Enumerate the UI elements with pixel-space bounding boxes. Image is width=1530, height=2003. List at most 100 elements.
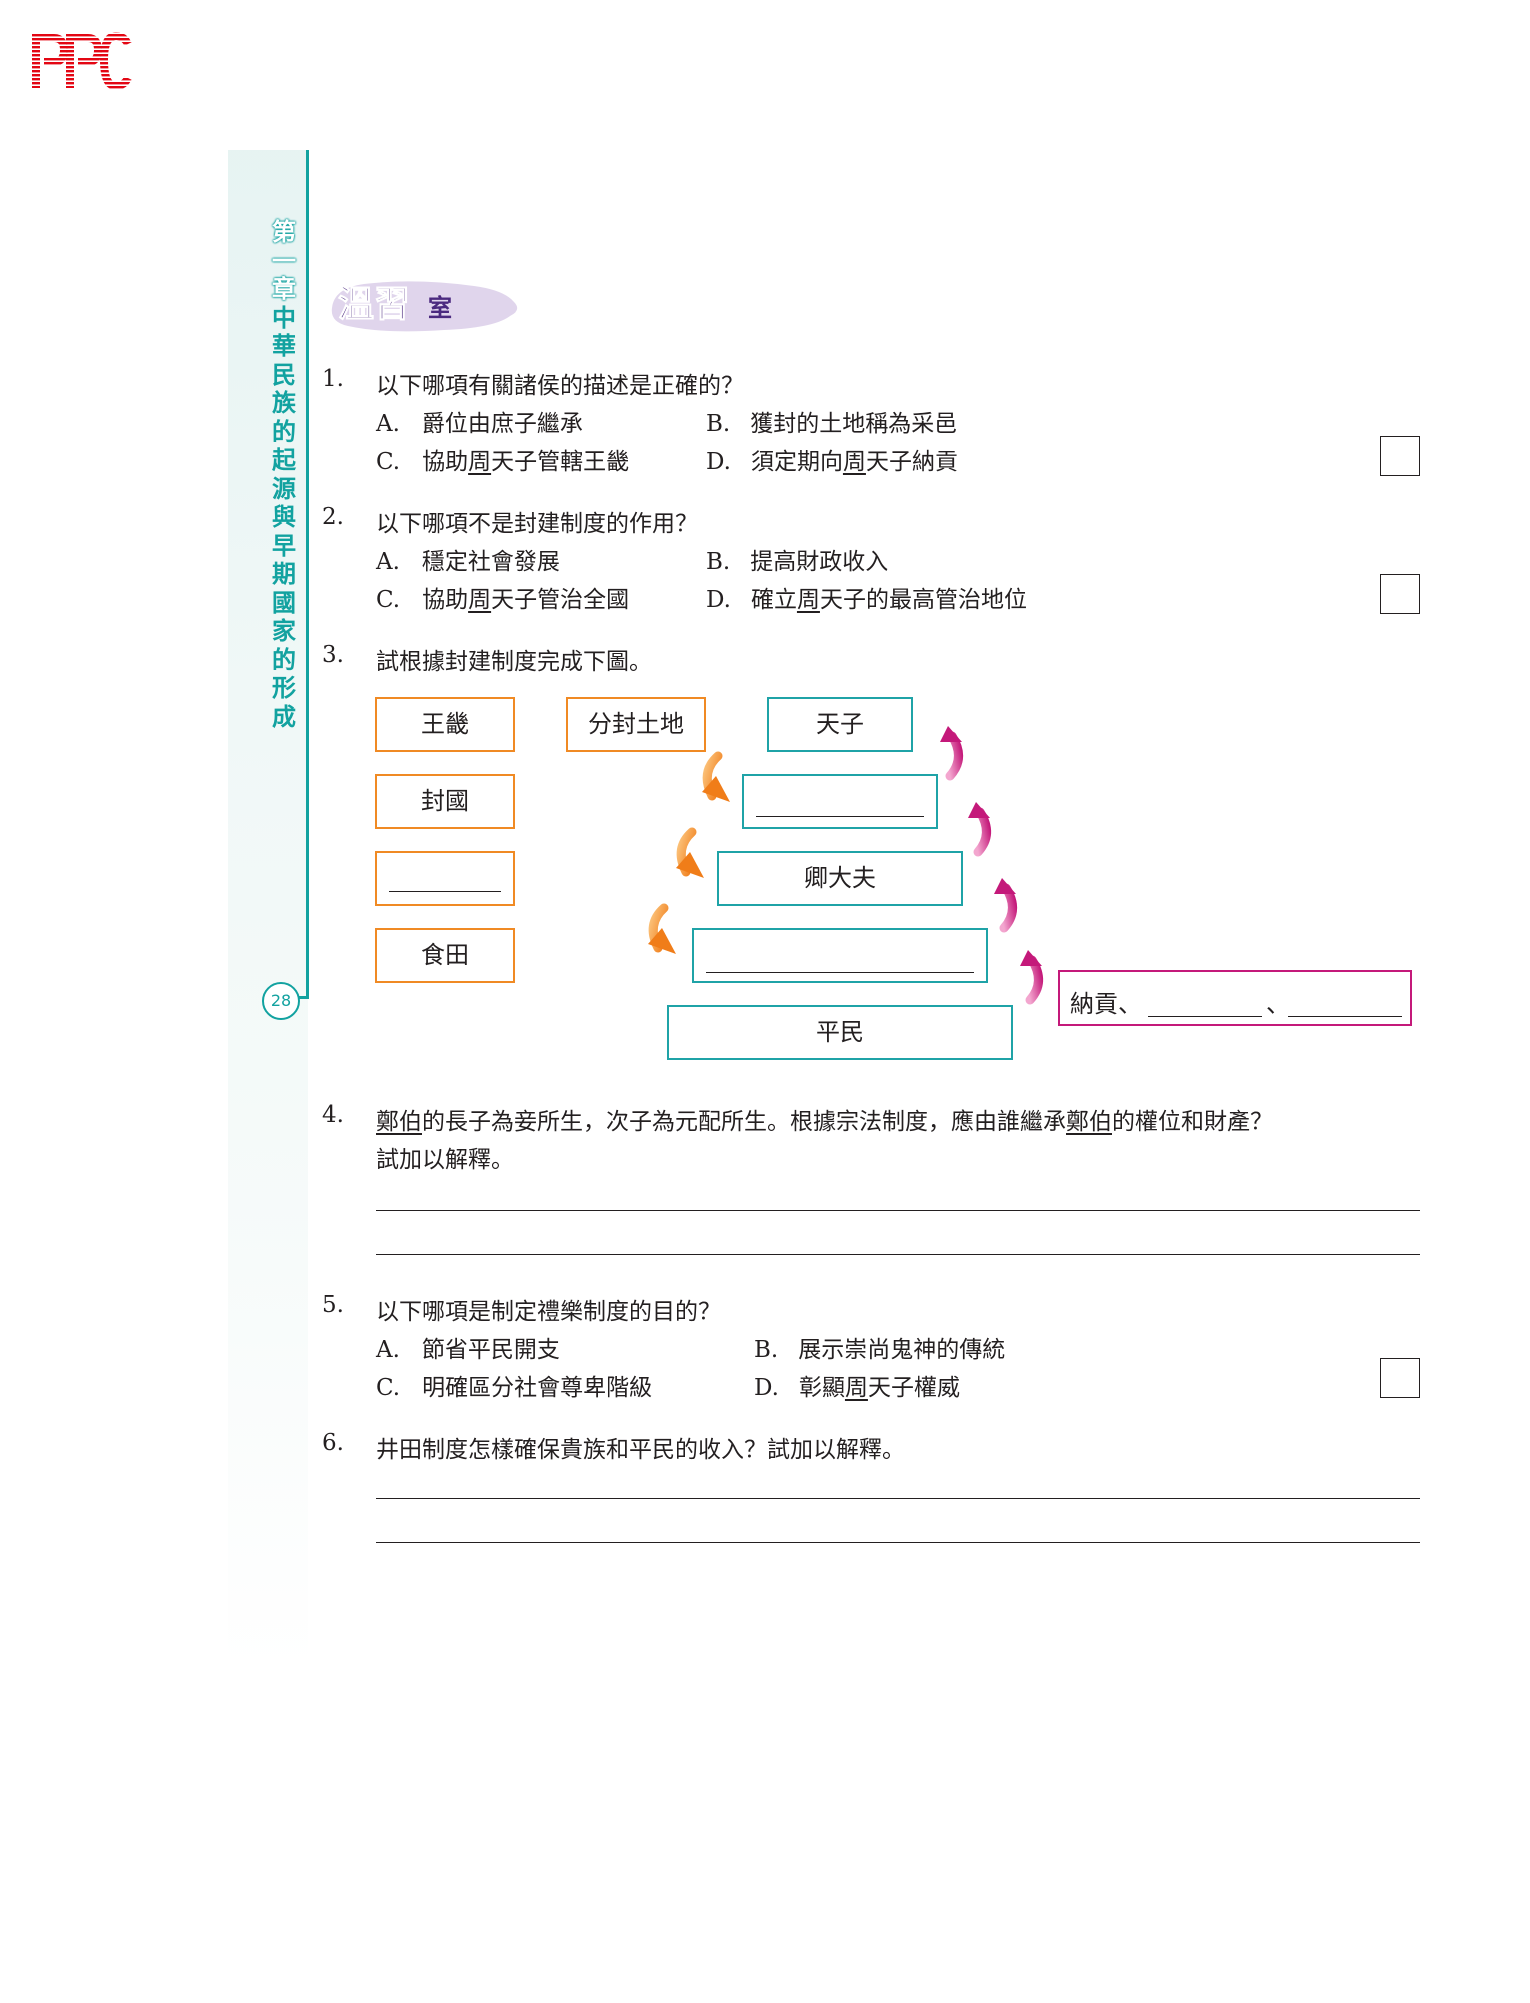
tribute-separator: 、 <box>1266 990 1290 1018</box>
land-box-blank[interactable] <box>375 851 515 906</box>
q5-number: 5. <box>322 1292 344 1318</box>
proper-noun: 周 <box>468 449 492 475</box>
proper-noun: 周 <box>842 449 866 475</box>
option-text: 提高財政收入 <box>750 549 889 575</box>
up-arrow-icon <box>1020 950 1043 1005</box>
option-text: 節省平民開支 <box>421 1337 560 1363</box>
q2-option-b[interactable]: B.提高財政收入 <box>706 542 888 576</box>
option-text: 天子的最高管治地位 <box>819 587 1027 613</box>
down-arrow-icon <box>648 903 676 954</box>
land-box-fief: 封國 <box>375 774 515 829</box>
q1-option-c[interactable]: C. 協助周天子管轄王畿 <box>376 442 629 476</box>
option-text: 須定期向 <box>750 449 843 475</box>
answer-blank[interactable] <box>1288 1016 1402 1017</box>
answer-blank[interactable] <box>1148 1016 1262 1017</box>
down-arrow-icon <box>676 827 704 878</box>
option-label: A. <box>376 411 400 437</box>
q5-answer-box[interactable] <box>1380 1358 1420 1398</box>
answer-blank[interactable] <box>756 816 924 817</box>
hierarchy-blank-2[interactable] <box>692 928 988 983</box>
option-text: 天子管治全國 <box>491 587 630 613</box>
q5-option-c[interactable]: C. 明確區分社會尊卑階級 <box>376 1368 652 1402</box>
land-box-royal-domain: 王畿 <box>375 697 515 752</box>
sidebar-background <box>228 150 308 1670</box>
q4-text-part: 的權位和財產？ <box>1112 1109 1273 1135</box>
land-box-food-land: 食田 <box>375 928 515 983</box>
option-text: 天子管轄王畿 <box>491 449 630 475</box>
up-arrow-icon <box>968 802 991 857</box>
section-banner: 溫習 室 <box>331 281 518 332</box>
option-text: 天子權威 <box>867 1375 960 1401</box>
hierarchy-ministers: 卿大夫 <box>717 851 963 906</box>
q2-text: 以下哪項不是封建制度的作用？ <box>376 511 698 537</box>
option-label: A. <box>376 1337 400 1363</box>
option-label: C. <box>376 1375 401 1401</box>
section-title-big: 溫習 <box>338 284 410 325</box>
option-text: 明確區分社會尊卑階級 <box>422 1375 653 1401</box>
down-arrow-icon <box>702 751 730 802</box>
option-text: 穩定社會發展 <box>421 549 560 575</box>
sidebar-rule <box>306 150 309 998</box>
option-label: C. <box>376 587 401 613</box>
option-text: 協助 <box>422 587 469 613</box>
hierarchy-king: 天子 <box>767 697 913 752</box>
option-label: D. <box>706 449 731 475</box>
answer-line[interactable] <box>376 1542 1420 1543</box>
q2-answer-box[interactable] <box>1380 574 1420 614</box>
option-text: 獲封的土地稱為采邑 <box>750 411 958 437</box>
proper-noun: 鄭伯 <box>376 1109 422 1135</box>
q6-number: 6. <box>322 1430 344 1456</box>
up-arrow-icon <box>994 878 1017 933</box>
tribute-prefix: 納貢、 <box>1070 990 1142 1018</box>
answer-line[interactable] <box>376 1498 1420 1499</box>
q2-option-d[interactable]: D. 確立周天子的最高管治地位 <box>706 580 1027 614</box>
q5-option-d[interactable]: D. 彰顯周天子權威 <box>754 1368 960 1402</box>
proper-noun: 鄭伯 <box>1066 1109 1112 1135</box>
hierarchy-blank-1[interactable] <box>742 774 938 829</box>
chapter-title: 中華民族的起源與早期國家的形成 <box>272 302 296 731</box>
option-text: 爵位由庶子繼承 <box>421 411 583 437</box>
option-text: 協助 <box>422 449 469 475</box>
section-title-small: 室 <box>428 294 452 322</box>
q2-number: 2. <box>322 504 344 530</box>
proper-noun: 周 <box>796 587 820 613</box>
option-label: B. <box>754 1337 779 1363</box>
q1-option-b[interactable]: B. 獲封的土地稱為采邑 <box>706 404 957 438</box>
q5-option-b[interactable]: B. 展示崇尚鬼神的傳統 <box>754 1330 1005 1364</box>
q3-number: 3. <box>322 642 344 668</box>
q5-option-a[interactable]: A. 節省平民開支 <box>376 1330 560 1364</box>
answer-line[interactable] <box>376 1210 1420 1211</box>
ppc-logo <box>32 31 132 91</box>
q1-option-a[interactable]: A. 爵位由庶子繼承 <box>376 404 583 438</box>
hierarchy-commoners: 平民 <box>667 1005 1013 1060</box>
option-text: 天子納貢 <box>865 449 958 475</box>
option-text: 確立 <box>750 587 797 613</box>
answer-blank[interactable] <box>389 891 501 892</box>
option-label: D. <box>754 1375 779 1401</box>
q4-text: 鄭伯的長子為妾所生，次子為元配所生。根據宗法制度，應由誰繼承鄭伯的權位和財產？ <box>376 1102 1273 1136</box>
chapter-number: 第一章 <box>272 217 296 303</box>
option-label: C. <box>376 449 401 475</box>
answer-blank[interactable] <box>706 972 974 973</box>
q1-option-d[interactable]: D. 須定期向周天子納貢 <box>706 442 958 476</box>
chapter-heading: 第一章 中華民族的起源與早期國家的形成 <box>266 217 302 731</box>
answer-line[interactable] <box>376 1254 1420 1255</box>
option-label: B. <box>706 411 731 437</box>
q2-option-a[interactable]: A. 穩定社會發展 <box>376 542 560 576</box>
up-arrow-icon <box>940 726 963 781</box>
proper-noun: 周 <box>844 1375 868 1401</box>
q4-number: 4. <box>322 1102 344 1128</box>
tribute-box[interactable]: 納貢、 、 <box>1058 970 1412 1026</box>
q1-text: 以下哪項有關諸侯的描述是正確的？ <box>376 373 744 399</box>
option-text: 彰顯 <box>798 1375 845 1401</box>
page-number: 28 <box>262 982 300 1020</box>
q4-text-part: 的長子為妾所生，次子為元配所生。根據宗法制度，應由誰繼承 <box>422 1109 1066 1135</box>
center-box-distribute-land: 分封土地 <box>566 697 706 752</box>
q2-option-c[interactable]: C. 協助周天子管治全國 <box>376 580 629 614</box>
proper-noun: 周 <box>468 587 492 613</box>
option-label: D. <box>706 587 731 613</box>
q1-answer-box[interactable] <box>1380 436 1420 476</box>
option-label: A. <box>376 549 400 575</box>
q4-text-line2: 試加以解釋。 <box>376 1147 514 1173</box>
option-text: 展示崇尚鬼神的傳統 <box>798 1337 1006 1363</box>
